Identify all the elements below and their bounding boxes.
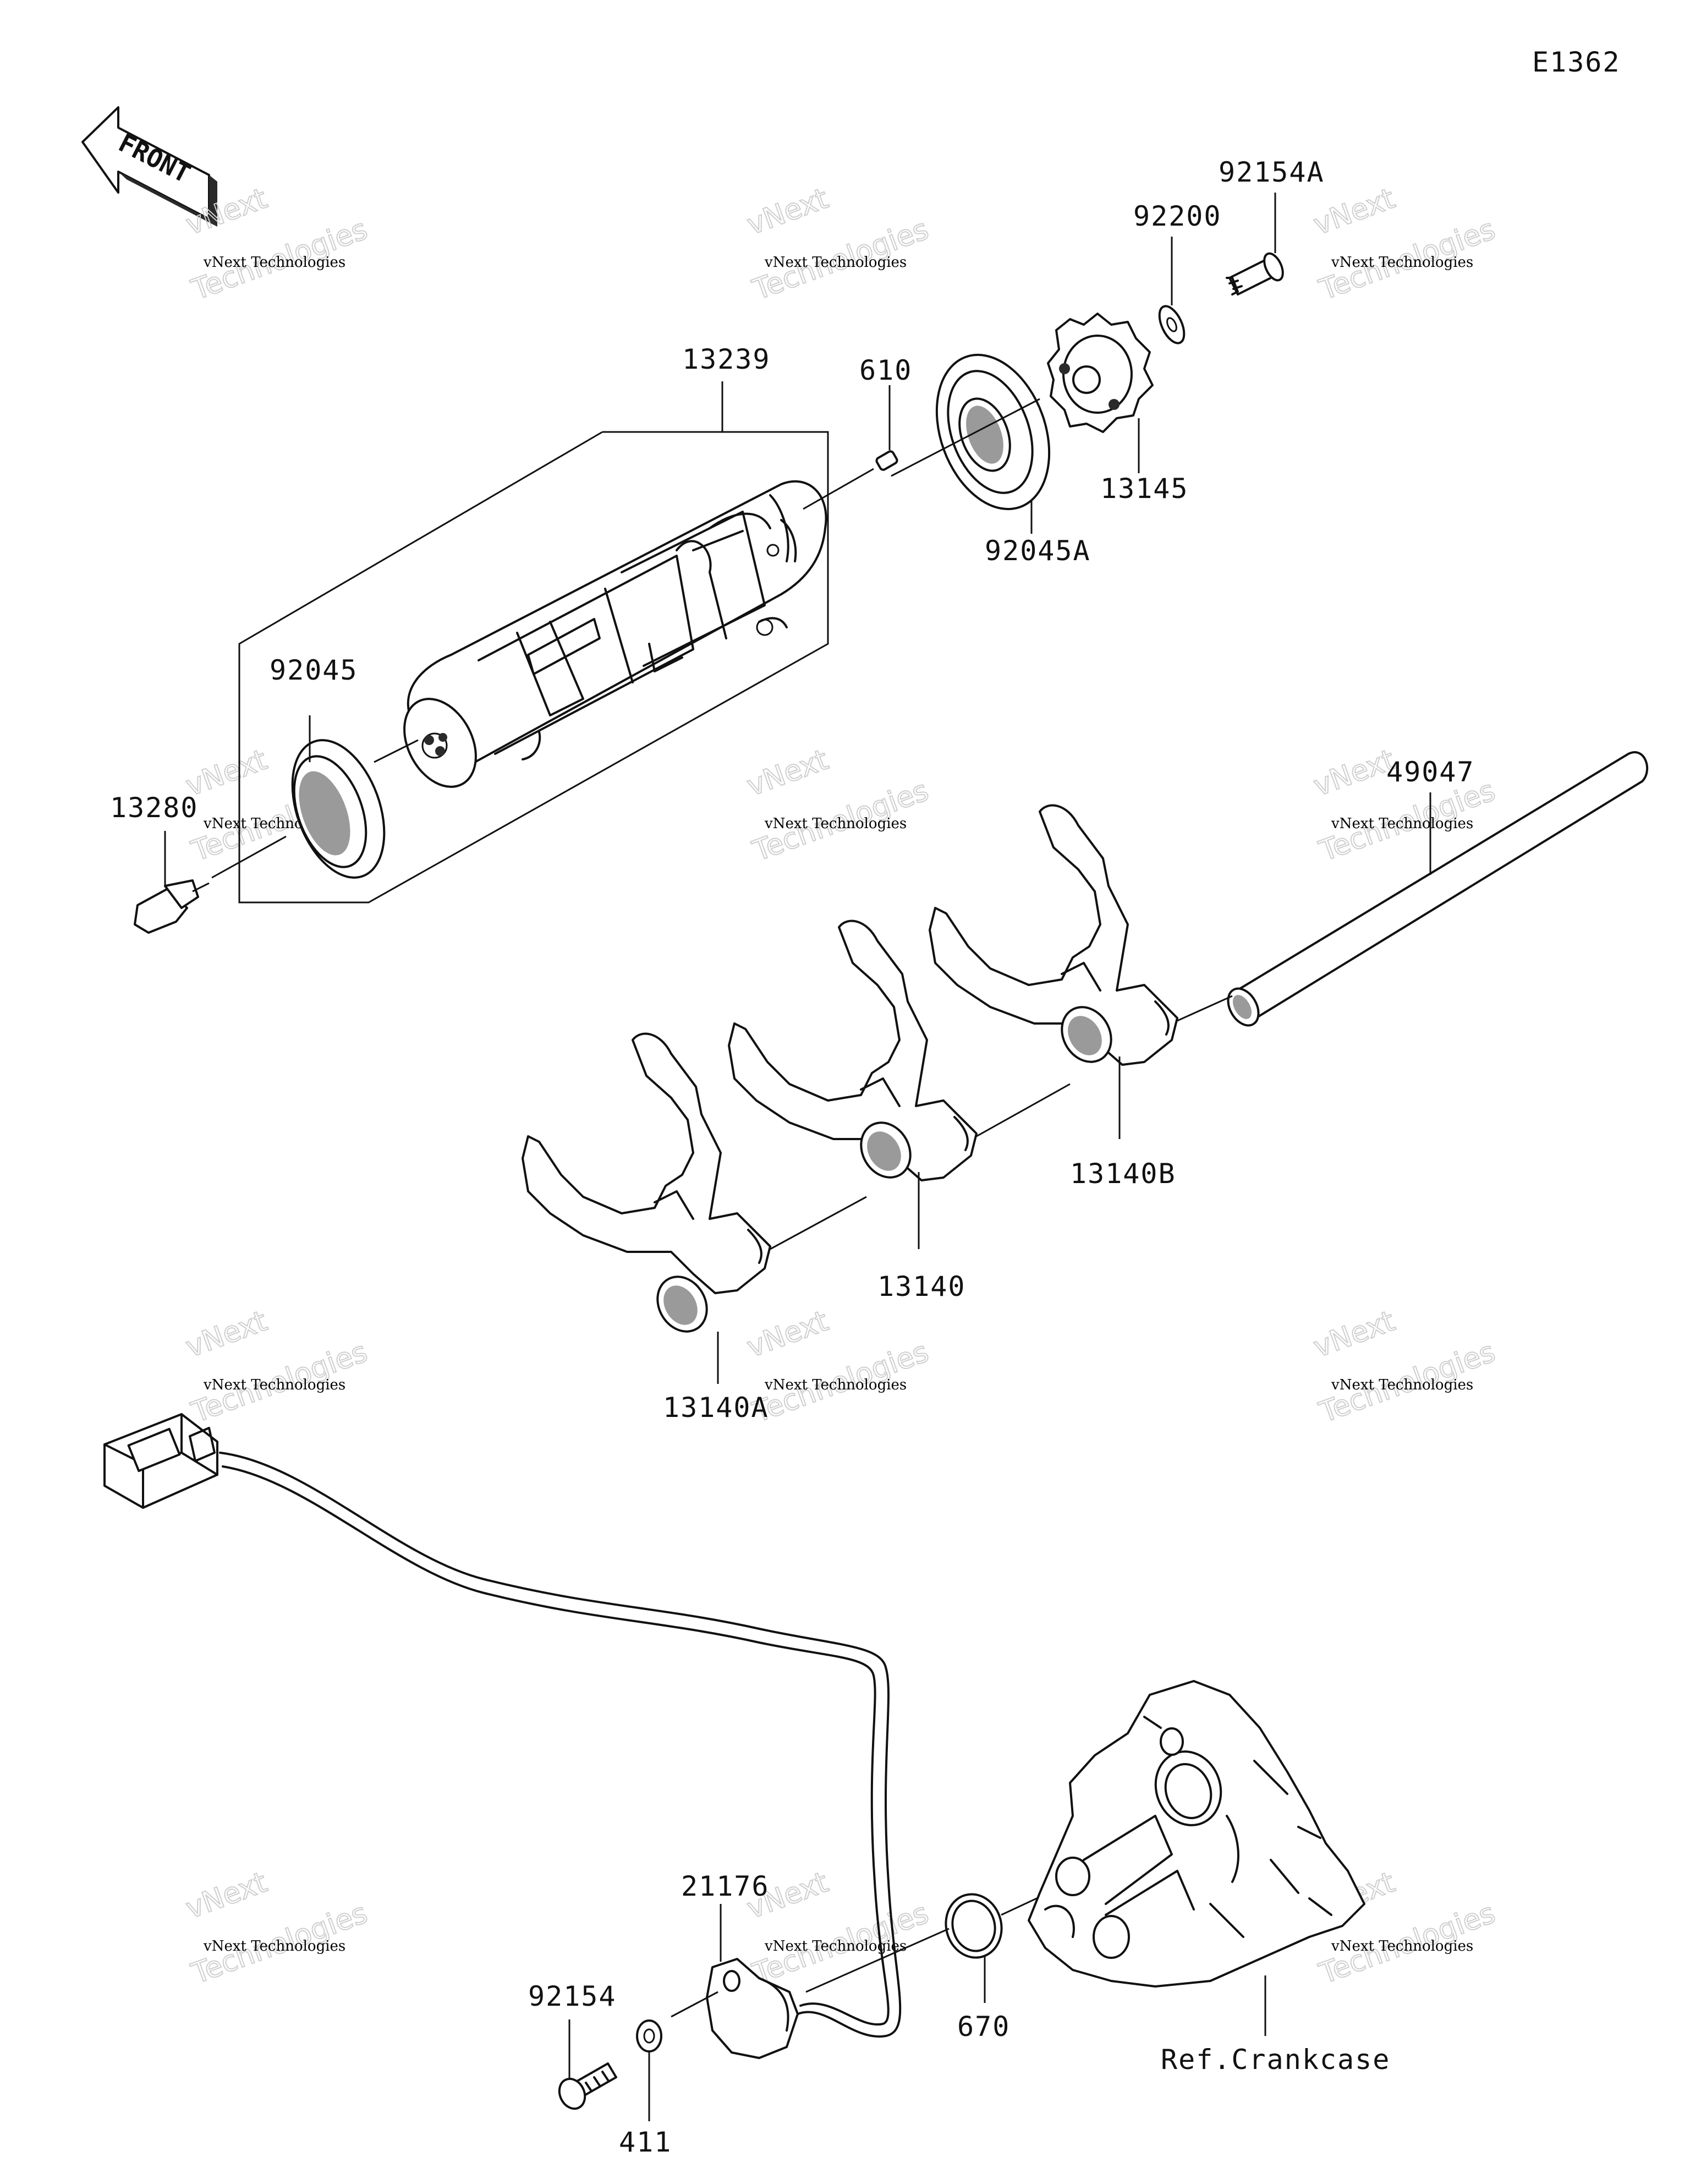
pin-610 xyxy=(803,385,898,510)
bearing-92045 xyxy=(291,715,419,879)
svg-text:vNext Technologies: vNext Technologies xyxy=(203,254,345,271)
svg-text:vNext: vNext xyxy=(1309,743,1399,803)
svg-text:vNext Technologies: vNext Technologies xyxy=(1331,254,1473,271)
label-13140a: 13140A xyxy=(663,1392,769,1424)
label-670: 670 xyxy=(957,2011,1010,2043)
svg-text:vNext Technologies: vNext Technologies xyxy=(764,1938,907,1955)
bolt-92154 xyxy=(558,2019,617,2110)
label-92045: 92045 xyxy=(270,654,358,686)
gear-13145 xyxy=(891,313,1154,477)
svg-text:vNext: vNext xyxy=(743,743,832,803)
svg-text:vNext Technologies: vNext Technologies xyxy=(764,254,907,271)
pin-13280 xyxy=(134,831,287,934)
label-92200: 92200 xyxy=(1133,200,1222,232)
label-92154: 92154 xyxy=(528,1980,617,2012)
label-21176: 21176 xyxy=(681,1870,770,1902)
washer-411 xyxy=(636,2019,662,2121)
shift-drum xyxy=(403,480,827,788)
svg-text:vNext Technologies: vNext Technologies xyxy=(1331,1938,1473,1955)
shift-fork-13140 xyxy=(728,919,1071,1249)
svg-text:vNext Technologies: vNext Technologies xyxy=(1331,815,1473,832)
svg-text:vNext Technologies: vNext Technologies xyxy=(203,1377,345,1393)
label-49047: 49047 xyxy=(1386,756,1475,788)
svg-text:vNext: vNext xyxy=(743,1305,832,1364)
svg-text:vNext Technologies: vNext Technologies xyxy=(1331,1377,1473,1393)
svg-text:vNext Technologies: vNext Technologies xyxy=(764,815,907,832)
diagram-code: E1362 xyxy=(1532,46,1621,78)
bearing-92045a xyxy=(935,353,1051,534)
label-13140b: 13140B xyxy=(1070,1158,1176,1190)
svg-text:vNext Technologies: vNext Technologies xyxy=(764,1377,907,1393)
label-13280: 13280 xyxy=(110,792,199,824)
gear-position-sensor-21176 xyxy=(671,1904,799,2059)
svg-text:vNext: vNext xyxy=(182,1866,271,1925)
label-411: 411 xyxy=(619,2126,672,2158)
washer-92200 xyxy=(1158,237,1186,344)
label-13145: 13145 xyxy=(1100,473,1189,505)
label-13140: 13140 xyxy=(877,1271,966,1302)
label-610: 610 xyxy=(859,354,912,386)
svg-text:vNext: vNext xyxy=(743,182,832,242)
shift-drum-assembly-box xyxy=(238,381,829,904)
crankcase-reference xyxy=(1028,1680,1365,2036)
label-92154a: 92154A xyxy=(1219,156,1325,188)
svg-text:vNext Technologies: vNext Technologies xyxy=(203,1938,345,1955)
shift-fork-13140a xyxy=(522,1032,867,1384)
gear-position-sensor-harness xyxy=(103,1413,902,2038)
label-92045a: 92045A xyxy=(985,535,1091,567)
shaft-49047 xyxy=(1227,751,1648,1027)
svg-text:vNext: vNext xyxy=(182,1305,271,1364)
bolt-92154a xyxy=(1226,193,1284,295)
part-labels: 13239 610 92200 92154A 13145 92045A 9204… xyxy=(110,156,1475,2158)
label-ref-crankcase: Ref.Crankcase xyxy=(1161,2044,1390,2076)
shift-fork-13140b xyxy=(929,804,1233,1139)
front-arrow-icon: FRONT xyxy=(81,106,217,227)
label-13239: 13239 xyxy=(682,343,771,375)
svg-text:vNext: vNext xyxy=(1309,182,1399,242)
svg-text:vNext: vNext xyxy=(1309,1305,1399,1364)
watermarks: vNext Technologies vNext Technologies vN… xyxy=(181,182,1500,1991)
